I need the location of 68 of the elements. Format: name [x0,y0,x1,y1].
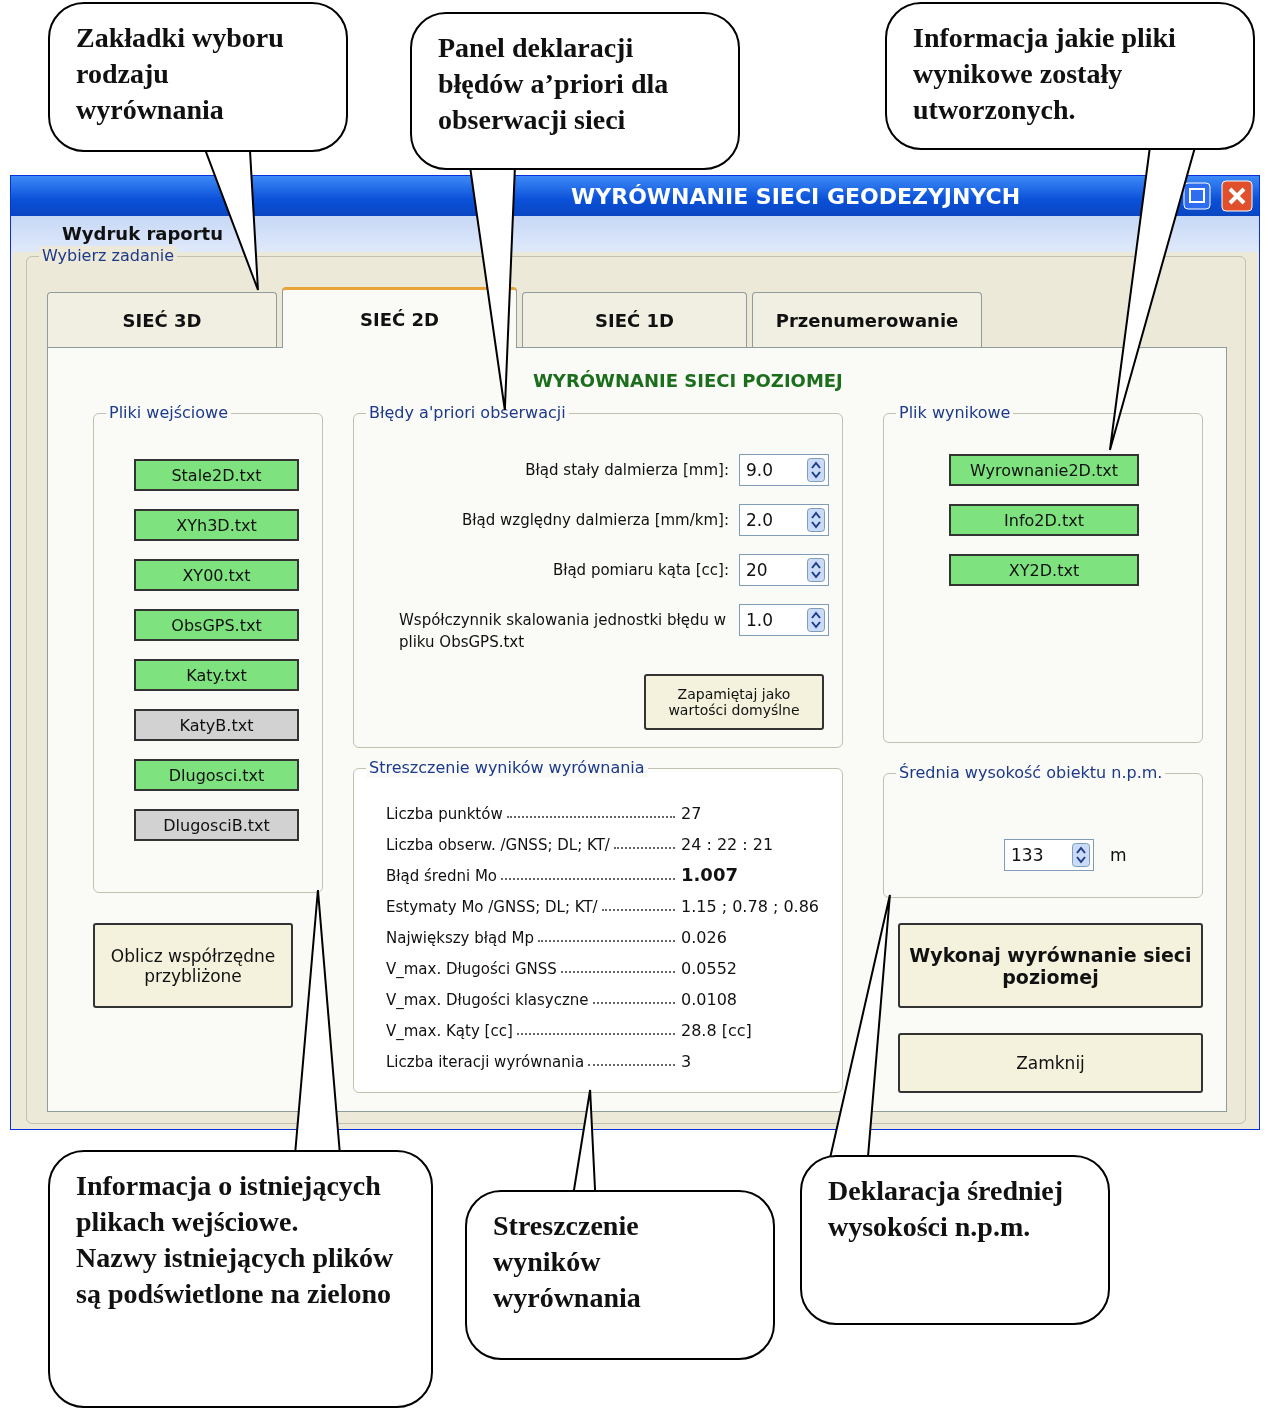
tab: SIEĆ 1D [522,292,747,347]
group-label: Błędy a'priori obserwacji [366,403,569,423]
file-indicator: DlugosciB.txt [134,809,299,841]
callout-text: Nazwy istniejących plików są podświetlone na zielono [76,1241,395,1311]
row-value: 0.0552 [681,959,738,978]
callout-text: Informacja jakie pliki wynikowe zostały utworzonych. [913,21,1177,127]
row-label: Estymaty Mo /GNSS; DL; KT/ [386,898,598,916]
push-button: Oblicz współrzędne przybliżone [93,923,293,1008]
speech-callout [465,1190,775,1360]
tab: SIEĆ 3D [47,292,277,347]
push-button: Zapamiętaj jako wartości domyślne [644,674,824,730]
file-indicator: XYh3D.txt [134,509,299,541]
file-indicator: Info2D.txt [949,504,1139,536]
spin-field: 9.0 [739,454,829,486]
speech-callout [48,1150,433,1408]
group-label: Średnia wysokość obiektu n.p.m. [896,763,1166,783]
field-label: m [1110,845,1127,865]
callout-text: Zakładki wyboru rodzaju wyrównania [76,21,285,127]
field-label: Błąd pomiaru kąta [cc]: [552,560,729,581]
field-label: Współczynnik skalowania jednostki błędu w pliku ObsGPS.txt [399,610,728,653]
tab: SIEĆ 2D [282,287,517,348]
menu-item: Wydruk raportu [62,223,223,244]
speech-callout [800,1155,1110,1325]
field-label: Błąd względny dalmierza [mm/km]: [462,510,729,531]
row-label: V_max. Kąty [cc] [386,1022,513,1040]
row-label: Liczba obserw. /GNSS; DL; KT/ [386,836,610,854]
row-label: Błąd średni Mo [386,867,497,885]
spin-field: 1.0 [739,604,829,636]
row-label: Największy błąd Mp [386,929,534,947]
push-button: Zamknij [898,1033,1203,1093]
file-indicator: Stale2D.txt [134,459,299,491]
row-label: V_max. Długości klasyczne [386,991,589,1009]
callout-text: Streszczenie wyników wyrównania [493,1209,642,1315]
file-indicator: Wyrownanie2D.txt [949,454,1139,486]
group-label: Pliki wejściowe [106,403,231,423]
row-label: Liczba iteracji wyrównania [386,1053,585,1071]
tab: Przenumerowanie [752,292,982,347]
file-indicator: KatyB.txt [134,709,299,741]
callout-text: Deklaracja średniej wysokości n.p.m. [828,1174,1065,1244]
row-value: 27 [681,804,703,823]
group-label: Plik wynikowe [896,403,1014,423]
file-indicator: ObsGPS.txt [134,609,299,641]
file-indicator: Katy.txt [134,659,299,691]
row-label: Liczba punktów [386,805,503,823]
row-value: 0.0108 [681,990,738,1009]
spin-field: 2.0 [739,504,829,536]
window-title: WYRÓWNANIE SIECI GEODEZYJNYCH [571,184,1021,209]
row-value: 1.007 [681,864,739,885]
row-value: 24 : 22 : 21 [681,835,775,854]
file-indicator: XY00.txt [134,559,299,591]
callout-text: Informacja o istniejących plikach wejściowe. [76,1169,382,1239]
file-indicator: XY2D.txt [949,554,1139,586]
row-value: 28.8 [cc] [681,1021,753,1040]
row-label: V_max. Długości GNSS [386,960,557,978]
speech-callout [48,2,348,152]
group-label: Wybierz zadanie [39,246,178,266]
panel-heading: WYRÓWNANIE SIECI POZIOMEJ [533,370,843,391]
file-indicator: Dlugosci.txt [134,759,299,791]
group-label: Streszczenie wyników wyrównania [366,758,648,778]
speech-callout [410,12,740,170]
callout-text: Panel deklaracji błędów a’priori dla obserwacji sieci [438,31,670,137]
spin-field: 20 [739,554,829,586]
row-value: 0.026 [681,928,728,947]
field-label: Błąd stały dalmierza [mm]: [525,460,729,481]
row-value: 3 [681,1052,693,1071]
spin-field: 133 [1004,839,1094,871]
push-button: Wykonaj wyrównanie sieci poziomej [898,923,1203,1008]
row-value: 1.15 ; 0.78 ; 0.86 [681,897,820,916]
